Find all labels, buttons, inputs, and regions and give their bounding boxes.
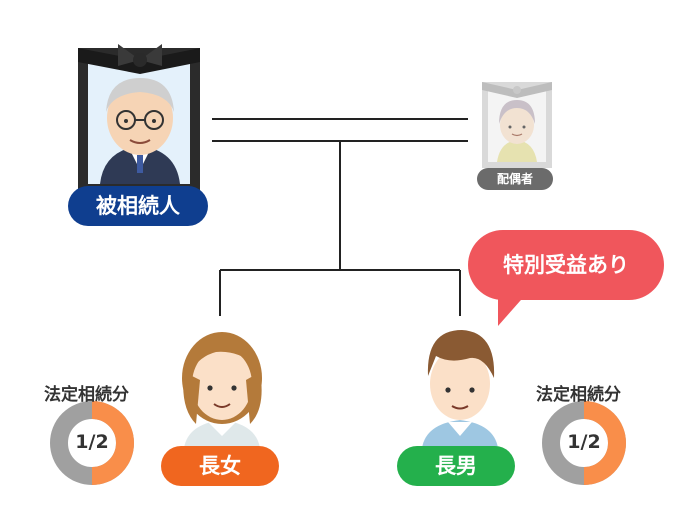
son-label: 長男: [397, 446, 515, 486]
family-tree-lines: [212, 118, 468, 316]
spouse-portrait: [482, 82, 552, 168]
daughter-figure: [182, 332, 262, 448]
son-share-fraction: 1/2: [567, 431, 601, 453]
son-share-donut: [542, 401, 626, 485]
deceased-portrait: [78, 44, 200, 196]
spouse-label: 配偶者: [477, 168, 553, 190]
special-benefit-bubble: 特別受益あり: [468, 230, 664, 300]
son-share-title: 法定相続分: [536, 385, 621, 405]
deceased-label: 被相続人: [68, 186, 208, 226]
daughter-share-fraction: 1/2: [75, 431, 109, 453]
son-figure: [422, 330, 498, 448]
daughter-label: 長女: [161, 446, 279, 486]
daughter-share-title: 法定相続分: [44, 385, 129, 405]
daughter-share-donut: [50, 401, 134, 485]
